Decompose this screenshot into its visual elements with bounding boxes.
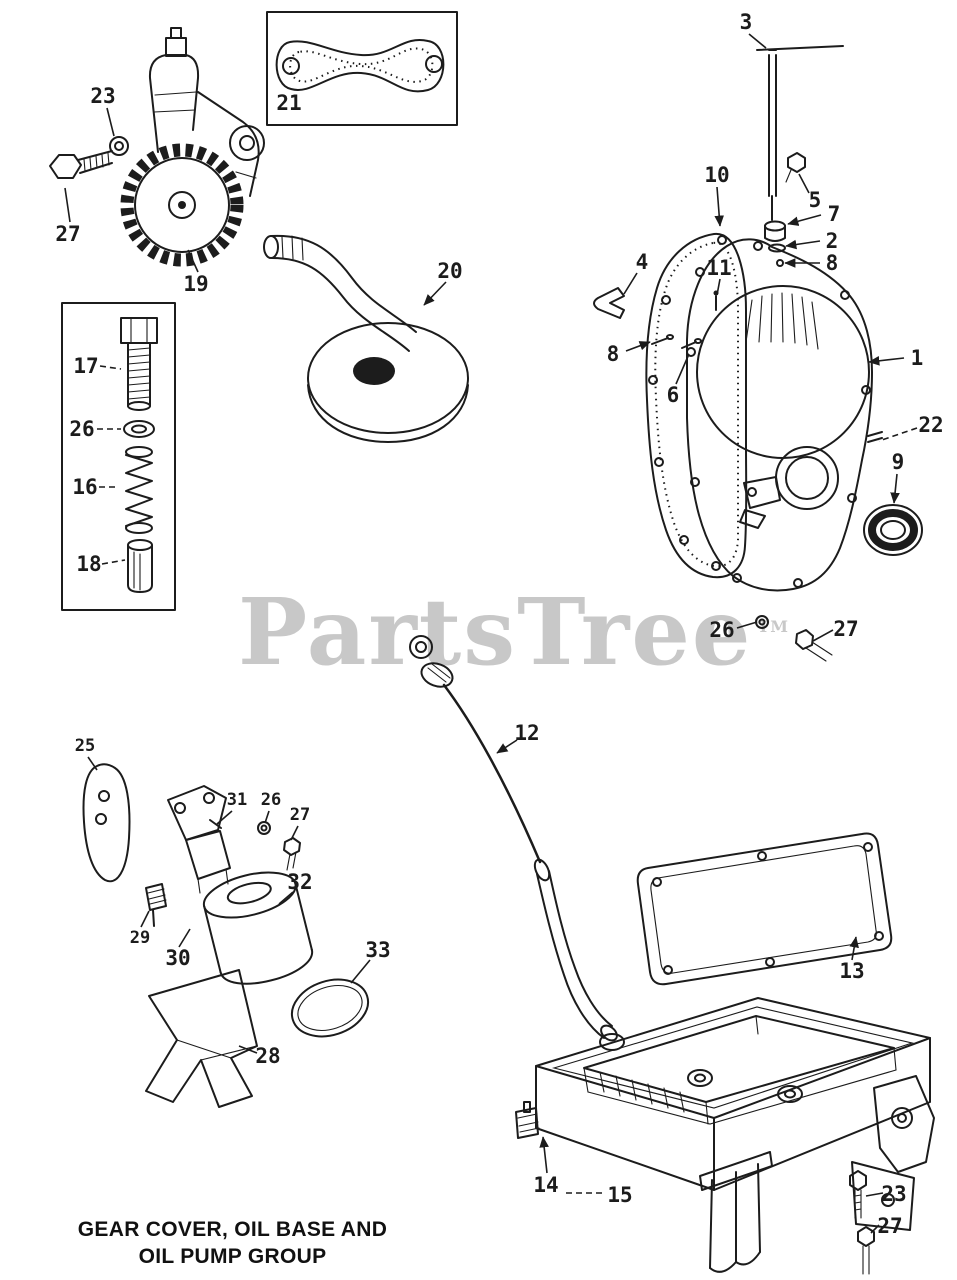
callout-8: 8 xyxy=(825,251,839,275)
callout-27: 27 xyxy=(289,805,311,825)
cover-gasket-drawing xyxy=(593,232,748,579)
callout-27: 27 xyxy=(877,1214,903,1238)
oil-pump-gear-drawing xyxy=(49,27,265,267)
callout-26: 26 xyxy=(69,417,95,441)
callout-1: 1 xyxy=(910,346,924,370)
callout-26: 26 xyxy=(709,618,735,642)
callout-25: 25 xyxy=(74,736,96,756)
callout-9: 9 xyxy=(891,450,905,474)
callout-23: 23 xyxy=(90,84,116,108)
gasket-21-drawing xyxy=(266,11,458,126)
callout-33: 33 xyxy=(365,938,391,962)
callout-13: 13 xyxy=(839,959,865,983)
callout-31: 31 xyxy=(226,790,248,810)
callout-16: 16 xyxy=(72,475,98,499)
callout-18: 18 xyxy=(76,552,102,576)
callout-27: 27 xyxy=(55,222,81,246)
relief-valve-box-drawing xyxy=(61,302,176,611)
callout-4: 4 xyxy=(635,250,649,274)
oil-pickup-drawing xyxy=(263,234,469,443)
callout-22: 22 xyxy=(918,413,944,437)
callout-32: 32 xyxy=(287,870,313,894)
callout-17: 17 xyxy=(73,354,99,378)
oil-base-drawing xyxy=(515,832,935,1275)
callout-21: 21 xyxy=(276,91,302,115)
watermark-text: PartsTree xyxy=(238,578,753,686)
callout-11: 11 xyxy=(706,256,732,280)
dipstick-drawing xyxy=(409,635,618,1042)
callout-6: 6 xyxy=(666,383,680,407)
callout-15: 15 xyxy=(607,1183,633,1207)
callout-23: 23 xyxy=(881,1182,907,1206)
callout-3: 3 xyxy=(739,10,753,34)
leader-lines xyxy=(64,33,918,1234)
callout-29: 29 xyxy=(129,928,151,948)
oil-fill-tube-drawing xyxy=(756,45,844,267)
diagram-caption: GEAR COVER, OIL BASE AND OIL PUMP GROUP xyxy=(70,1216,395,1271)
callout-28: 28 xyxy=(255,1044,281,1068)
callout-30: 30 xyxy=(165,946,191,970)
callout-12: 12 xyxy=(514,721,540,745)
callout-2: 2 xyxy=(825,229,839,253)
callout-26: 26 xyxy=(260,790,282,810)
callout-20: 20 xyxy=(437,259,463,283)
caption-line-2: OIL PUMP GROUP xyxy=(138,1245,327,1269)
gear-cover-drawing xyxy=(686,238,923,662)
callout-14: 14 xyxy=(533,1173,559,1197)
callout-19: 19 xyxy=(183,272,209,296)
oil-filter-group-drawing xyxy=(82,763,370,1108)
callout-10: 10 xyxy=(704,163,730,187)
callout-7: 7 xyxy=(827,202,841,226)
callout-27: 27 xyxy=(833,617,859,641)
callout-8: 8 xyxy=(606,342,620,366)
callout-5: 5 xyxy=(808,188,822,212)
caption-line-1: GEAR COVER, OIL BASE AND xyxy=(77,1218,388,1241)
